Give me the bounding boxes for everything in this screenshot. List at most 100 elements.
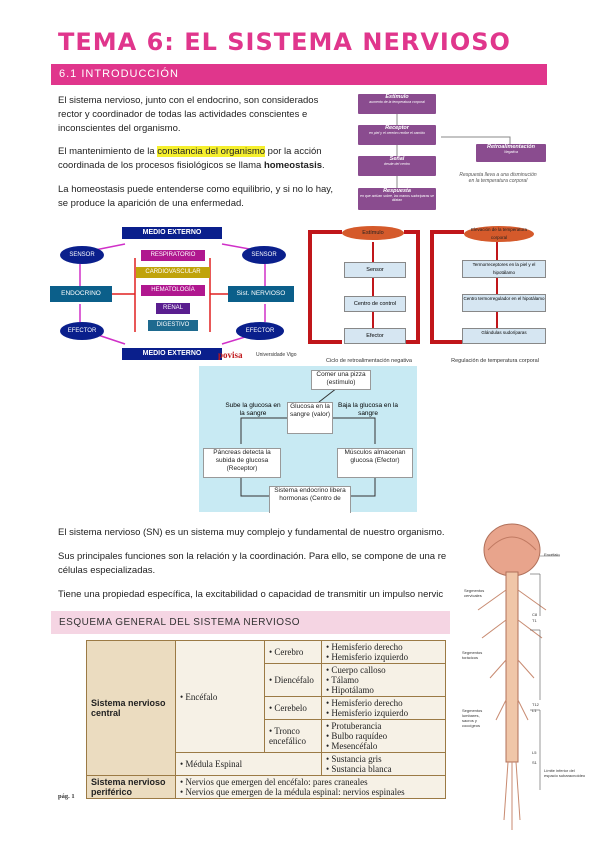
encefalo-cell: • Encéfalo — [175, 640, 265, 753]
cerebro-items: • Hemisferio derecho• Hemisferio izquier… — [321, 640, 446, 664]
medula-cell: • Médula Espinal — [175, 752, 322, 776]
section-header: 6.1 INTRODUCCIÓN — [51, 64, 547, 85]
cerebelo-cell: • Cerebelo — [264, 696, 322, 720]
label: Receptor — [385, 125, 409, 131]
sn-paragraph-1: El sistema nervioso (SN) es un sistema m… — [58, 527, 445, 538]
label: Respuesta — [383, 188, 411, 194]
item: • Cuerpo calloso — [326, 665, 386, 675]
term-homeostasis: homeostasis — [263, 160, 323, 171]
external-env-bottom: MEDIO EXTERNO — [122, 348, 222, 360]
page-title: TEMA 6: EL SISTEMA NERVIOSO — [58, 28, 511, 56]
fb-left-effector: Efector — [344, 328, 406, 344]
tronco-items: • Protuberancia• Bulbo raquídeo• Mesencé… — [321, 719, 446, 753]
system-renal: RENAL — [156, 303, 190, 314]
integration-diagram: MEDIO EXTERNO MEDIO EXTERNO SENSOR SENSO… — [50, 224, 298, 361]
item: • Sustancia gris — [326, 754, 382, 764]
central-cell: Sistema nervioso central — [86, 640, 176, 776]
system-digestive: DIGESTIVO — [148, 320, 198, 331]
glucose-control: Sistema endocrino libera hormonas (Centr… — [269, 486, 351, 513]
effector-left: EFECTOR — [60, 322, 104, 340]
intro-paragraph-3: La homeostasis puede entenderse como equ… — [58, 184, 333, 209]
item: • Bulbo raquídeo — [326, 731, 388, 741]
label-encefalo: Encéfalo — [544, 552, 560, 557]
fb-left-sensor: Sensor — [344, 262, 406, 278]
item: • Mesencéfalo — [326, 741, 378, 751]
glucose-receptor: Páncreas detecta la subida de glucosa (R… — [203, 448, 281, 478]
fb-right-control: Centro termorregulador en el hipotálamo — [462, 294, 546, 312]
system-respiratory: RESPIRATORIO — [141, 250, 205, 261]
label: Señal — [389, 156, 405, 162]
sensor-right: SENSOR — [242, 246, 286, 264]
label-cervical: Segmentos cervicales — [464, 588, 485, 598]
system-hematology: HEMATOLOGÍA — [141, 285, 205, 296]
fb-left-top: Estímulo — [342, 226, 404, 240]
sub: en piel y el cerebro recibe el cambio — [368, 131, 426, 135]
effector-right: EFECTOR — [236, 322, 284, 340]
glucose-up: Sube la glucosa en la sangre — [225, 402, 281, 417]
endocrine-box: ENDOCRINO — [50, 286, 112, 302]
item: • Hemisferio derecho — [326, 698, 403, 708]
nervous-system-table: Sistema nervioso central • Encéfalo • Ce… — [86, 640, 446, 799]
item: • Hipotálamo — [326, 685, 374, 695]
label-limit: Límite inferior del espacio subaracnoide… — [544, 768, 586, 778]
item: • Hemisferio derecho — [326, 642, 403, 652]
label: Retroalimentación — [487, 144, 535, 150]
item: • Nervios que emergen de la médula espin… — [180, 787, 405, 797]
intro-paragraph-2: El mantenimiento de la constancia del or… — [58, 145, 343, 173]
label-c8: C8 — [532, 612, 538, 617]
diencefalo-cell: • Diencéfalo — [264, 663, 322, 697]
peripheral-items: • Nervios que emergen del encéfalo: pare… — [175, 775, 446, 799]
glucose-down: Baja la glucosa en la sangre — [338, 402, 398, 417]
sn-paragraph-3: Tiene una propiedad específica, la excit… — [58, 589, 444, 600]
fb-left-control: Centro de control — [344, 296, 406, 312]
response-note: Respuesta lleva a una disminución en la … — [459, 172, 537, 184]
tronco-cell: • Tronco encefálico — [264, 719, 322, 753]
feedback-arrows — [308, 230, 498, 344]
sub: en que actúan sobre, las manos sudorípar… — [360, 194, 434, 202]
glucose-effector: Músculos almacenan glucosa (Efector) — [337, 448, 413, 478]
sub: aumento de la temperatura corporal — [369, 100, 425, 104]
item: • Nervios que emergen del encéfalo: pare… — [180, 777, 368, 787]
scheme-table: Sistema nervioso central • Encéfalo • Ce… — [86, 640, 446, 799]
spine-drawing — [477, 523, 560, 830]
text: El mantenimiento de la — [58, 146, 158, 157]
sensor-left: SENSOR — [60, 246, 104, 264]
item: • Tálamo — [326, 675, 359, 685]
label-lumbar: Segmentos lumbares, sacros y coccígeos — [462, 708, 483, 728]
fb-right-caption: Regulación de temperatura corporal — [451, 358, 539, 364]
scheme-header: ESQUEMA GENERAL DEL SISTEMA NERVIOSO — [51, 611, 450, 634]
feedback-diagrams: Estímulo Sensor Centro de control Efecto… — [300, 222, 550, 370]
label-l5: L5 — [532, 750, 537, 755]
cerebelo-items: • Hemisferio derecho• Hemisferio izquier… — [321, 696, 446, 720]
diencefalo-items: • Cuerpo calloso• Tálamo• Hipotálamo — [321, 663, 446, 697]
sub: Negativa — [504, 150, 518, 154]
fb-right-top: Elevación de la temperatura corporal — [464, 226, 534, 242]
povisa-logo: povisa — [218, 350, 243, 360]
fb-left-caption: Ciclo de retroalimentación negativa — [326, 358, 412, 364]
item: • Hemisferio izquierdo — [326, 708, 409, 718]
peripheral-cell: Sistema nervioso periférico — [86, 775, 176, 799]
glucose-arrows — [240, 387, 376, 497]
glucose-diagram: Comer una pizza (estímulo) Glucosa en la… — [199, 366, 417, 513]
label-l1: L1 — [532, 708, 537, 713]
label: Estímulo — [385, 94, 409, 100]
external-env-top: MEDIO EXTERNO — [122, 227, 222, 239]
nervous-box: Sist. NERVIOSO — [228, 286, 294, 302]
sn-paragraph-2: Sus principales funciones son la relació… — [58, 551, 447, 576]
sub: desde del centro — [384, 162, 410, 166]
text: . — [322, 160, 325, 171]
highlight: constancia del organismo — [157, 146, 266, 157]
fb-right-sensor: Termorreceptores en la piel y el hipotál… — [462, 260, 546, 278]
label-t1: T1 — [532, 618, 537, 623]
page-number: pág. 1 — [58, 793, 75, 800]
intro-paragraph-1: El sistema nervioso, junto con el endocr… — [58, 95, 319, 134]
glucose-start: Comer una pizza (estímulo) — [311, 370, 371, 390]
cerebro-cell: • Cerebro — [264, 640, 322, 664]
item: • Hemisferio izquierdo — [326, 652, 409, 662]
system-cardiovascular: CARDIOVASCULAR — [136, 267, 210, 278]
fb-right-effector: Glándulas sudoríparas — [462, 328, 546, 344]
